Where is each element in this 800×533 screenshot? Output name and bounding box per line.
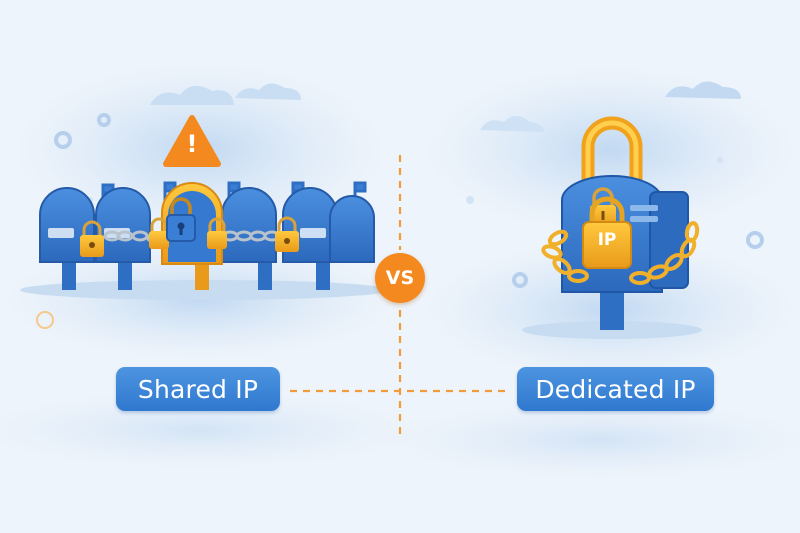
chain-icon [541, 221, 700, 285]
warning-icon [163, 115, 221, 167]
vs-badge: VS [375, 253, 425, 303]
ip-lock-label: IP [597, 230, 617, 250]
padlock-icon [582, 196, 632, 269]
shared-mailboxes [20, 181, 390, 300]
padlock-icon [149, 217, 169, 249]
dedicated-ip-label: Dedicated IP [517, 367, 714, 411]
gear-icon [54, 113, 764, 288]
padlock-icon [207, 217, 227, 249]
padlock-icon [80, 220, 104, 257]
warning-glyph: ! [186, 130, 198, 158]
padlock-icon [166, 197, 196, 242]
shared-ip-label: Shared IP [116, 367, 280, 411]
padlock-icon [275, 216, 299, 252]
dedicated-mailbox [522, 116, 702, 339]
divider-lines [290, 155, 510, 440]
